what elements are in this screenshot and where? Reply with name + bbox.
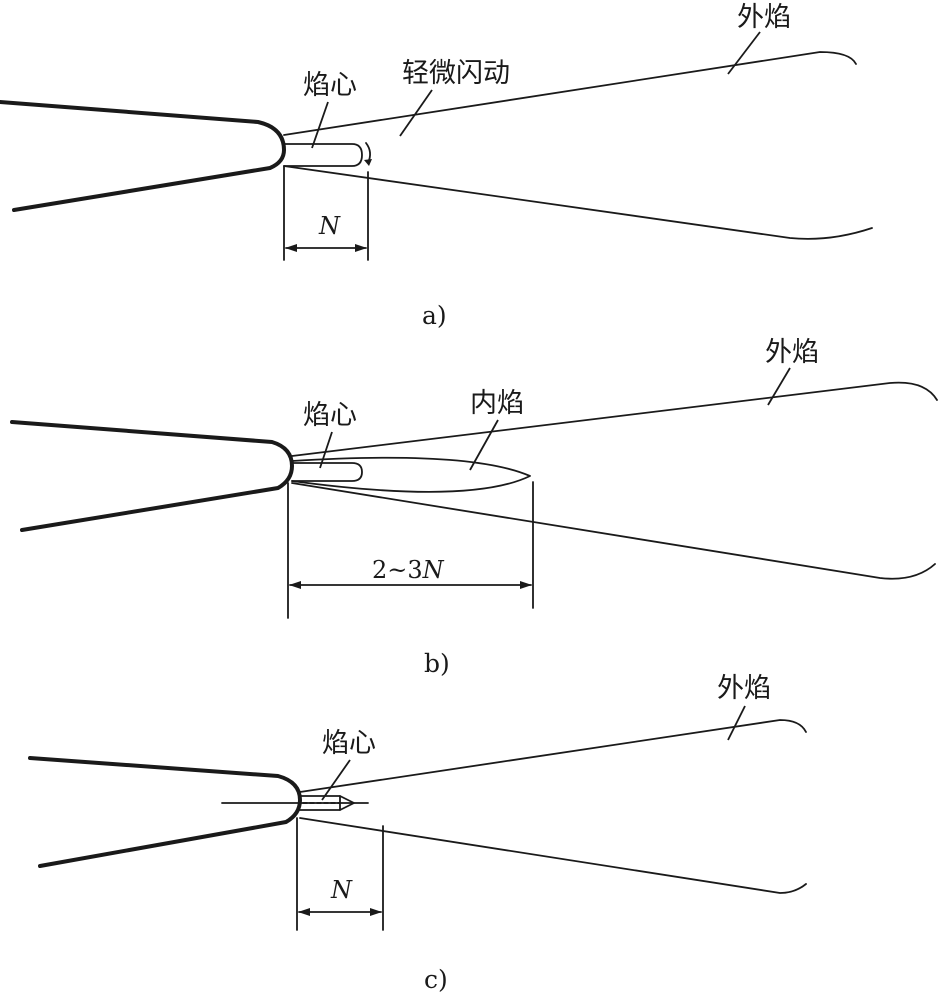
dimension-label: N xyxy=(330,876,353,904)
leader-outer-flame xyxy=(727,31,761,75)
caption: b) xyxy=(424,649,450,678)
torch-nozzle xyxy=(10,420,294,532)
label-flame-core: 焰心 xyxy=(303,400,357,431)
leader-flame-core xyxy=(319,431,333,469)
label-flame-core: 焰心 xyxy=(303,70,357,101)
dimension-variable: N xyxy=(422,556,445,584)
outer-flame-top-edge xyxy=(299,719,807,793)
leader-outer-flame xyxy=(727,705,746,741)
leader-flame-core xyxy=(321,759,351,801)
outer-flame-bottom-edge xyxy=(299,817,807,894)
torch-nozzle xyxy=(28,756,302,868)
leader-outer-flame xyxy=(767,367,791,406)
outer-flame-bottom-edge xyxy=(283,165,873,240)
outer-flame-top-edge xyxy=(283,51,857,136)
dimension-label: 2~3N xyxy=(372,556,445,584)
leader-slight-flicker xyxy=(399,89,433,137)
dimension-label: N xyxy=(318,212,341,240)
panel-b: 2~3N 外焰 焰心 内焰 b) xyxy=(10,337,938,678)
outer-flame-top-edge xyxy=(291,381,938,457)
flame-core xyxy=(283,143,363,167)
leader-flame-core xyxy=(311,101,329,149)
label-slight-flicker: 轻微闪动 xyxy=(402,58,510,89)
flicker-mark-tip xyxy=(364,159,372,166)
dimension-prefix: 2~3 xyxy=(372,556,423,584)
label-flame-core: 焰心 xyxy=(322,728,376,759)
label-outer-flame: 外焰 xyxy=(717,673,771,704)
flame-core xyxy=(299,795,355,811)
label-inner-flame: 内焰 xyxy=(470,388,524,419)
label-outer-flame: 外焰 xyxy=(737,2,791,33)
caption: c) xyxy=(424,965,448,992)
label-outer-flame: 外焰 xyxy=(765,337,819,368)
caption: a) xyxy=(422,301,447,330)
flame-core xyxy=(291,462,363,482)
panel-a: N 外焰 焰心 轻微闪动 a) xyxy=(0,2,873,330)
outer-flame-bottom-edge xyxy=(291,482,936,580)
leader-inner-flame xyxy=(469,419,499,471)
torch-nozzle xyxy=(0,100,286,212)
panel-c: N 外焰 焰心 c) xyxy=(28,673,807,992)
inner-flame xyxy=(291,456,531,493)
